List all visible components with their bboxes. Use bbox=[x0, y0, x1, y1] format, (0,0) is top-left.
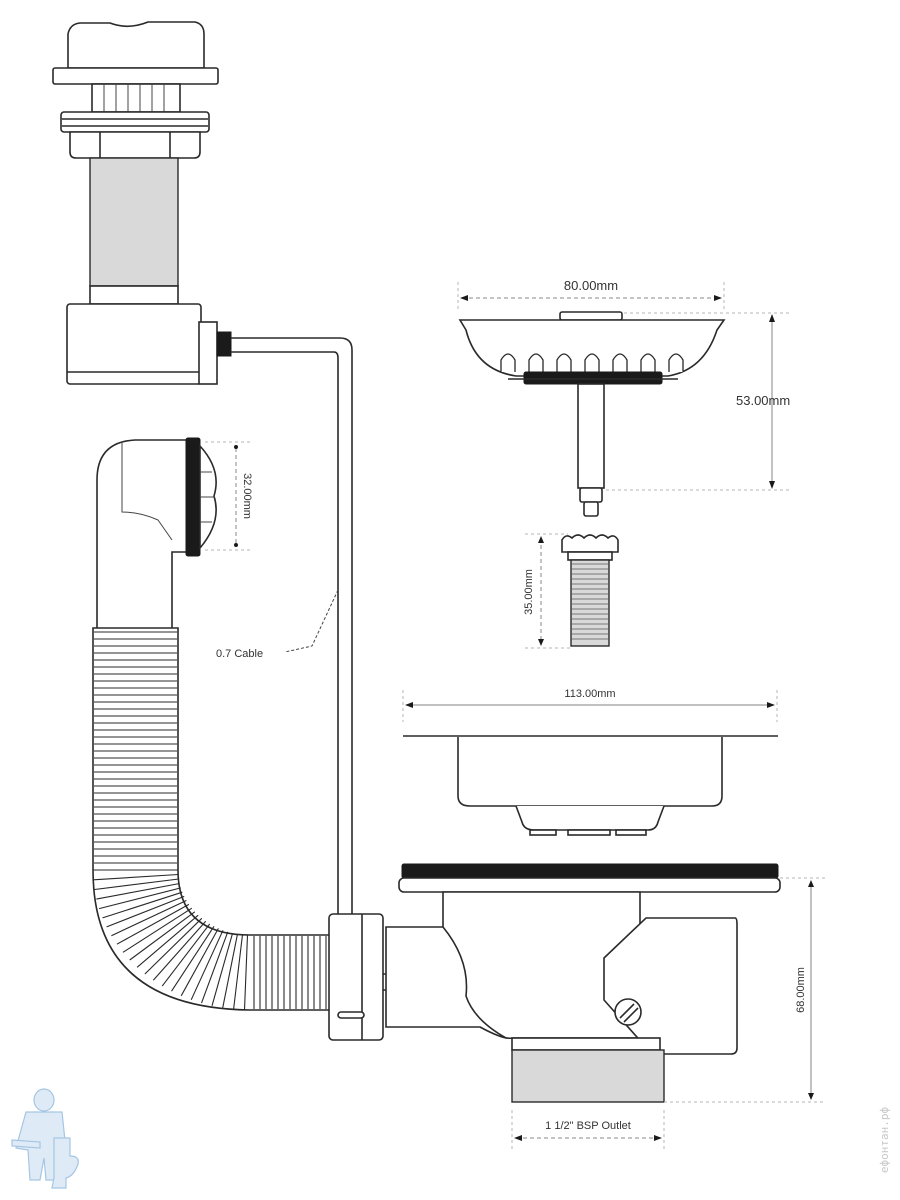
cable-housing-boss bbox=[198, 321, 218, 385]
strainer-slot bbox=[668, 353, 684, 372]
bolt-neck bbox=[567, 551, 613, 561]
strainer-slot bbox=[640, 353, 656, 372]
bolt-head bbox=[561, 534, 619, 553]
strainer-slot bbox=[584, 353, 600, 372]
hose-rib bbox=[129, 911, 196, 961]
hose-rib bbox=[222, 933, 239, 1009]
sink-flange bbox=[403, 735, 778, 836]
dimension-flange-width: 113.00mm bbox=[402, 688, 778, 722]
strainer-knob bbox=[559, 311, 623, 321]
strainer-slot bbox=[500, 353, 516, 372]
watermark-text: ефонтан.рф bbox=[878, 1107, 891, 1174]
plumber-logo bbox=[11, 1088, 79, 1189]
hose-rib bbox=[233, 934, 244, 1010]
dimension-bolt-length: 35.00mm bbox=[523, 533, 570, 649]
overflow-ring bbox=[185, 437, 201, 557]
hose-rib bbox=[190, 930, 224, 1001]
hose-rib bbox=[136, 914, 199, 968]
strainer-seal bbox=[523, 371, 663, 385]
dimension-label-strainer-height: 53.00mm bbox=[736, 393, 790, 408]
control-knob-assembly bbox=[52, 21, 232, 385]
cable-leader-line bbox=[284, 589, 339, 653]
body-flange bbox=[398, 877, 781, 893]
strainer-stem bbox=[577, 383, 605, 489]
hose-rib bbox=[93, 873, 179, 881]
hose-rib bbox=[96, 882, 180, 900]
hose-rib bbox=[116, 903, 190, 945]
flange-bowl bbox=[457, 737, 723, 807]
hose-rib bbox=[180, 928, 219, 997]
dimension-label-overflow-diameter: 32.00mm bbox=[241, 473, 253, 519]
dimension-strainer-width: 80.00mm bbox=[457, 278, 725, 312]
dimension-label-outlet: 1 1/2" BSP Outlet bbox=[545, 1120, 631, 1132]
hose-rib bbox=[200, 931, 229, 1004]
strainer-slot bbox=[528, 353, 544, 372]
cable-ferrule-top bbox=[216, 331, 232, 357]
knob-collar bbox=[91, 83, 181, 113]
knob-threaded-shank bbox=[89, 157, 179, 287]
overflow-elbow bbox=[96, 437, 217, 631]
strainer-stem-end bbox=[583, 501, 599, 517]
knob-flange bbox=[52, 67, 219, 85]
dimension-overflow-diameter: 32.00mm bbox=[205, 441, 253, 551]
flange-outlet bbox=[515, 805, 665, 831]
dimension-strainer-height: 53.00mm bbox=[606, 312, 790, 491]
hose-rib bbox=[144, 917, 203, 975]
hose-rib bbox=[161, 923, 211, 987]
dimension-label-flange-width: 113.00mm bbox=[564, 688, 615, 700]
hose-rib bbox=[171, 925, 215, 992]
hose-rib bbox=[94, 878, 179, 891]
strainer-slot bbox=[612, 353, 628, 372]
corrugated-hose bbox=[92, 627, 331, 1011]
strainer-basket bbox=[458, 311, 726, 517]
body-main bbox=[385, 891, 641, 1040]
dimension-label-bolt-length: 35.00mm bbox=[523, 569, 535, 615]
hose-rib bbox=[111, 900, 187, 937]
strainer-slots bbox=[500, 353, 684, 372]
adjust-screw bbox=[614, 998, 642, 1026]
body-seal bbox=[401, 863, 779, 879]
bolt-thread-ribs bbox=[571, 563, 609, 640]
hose-rib bbox=[122, 907, 193, 953]
strainer-bowl bbox=[458, 319, 726, 377]
knob-washer bbox=[60, 111, 210, 133]
outlet-collar bbox=[511, 1037, 661, 1051]
hose-rib bbox=[211, 932, 234, 1006]
dimension-body-height: 68.00mm bbox=[664, 877, 826, 1103]
hose-rib bbox=[152, 920, 207, 981]
elbow-body bbox=[96, 439, 189, 631]
knob-neck bbox=[89, 285, 179, 305]
body-side-port bbox=[442, 926, 507, 1039]
dimension-label-body-height: 68.00mm bbox=[795, 967, 807, 1013]
hose-connector bbox=[328, 913, 384, 1041]
hose-rib bbox=[243, 934, 249, 1010]
connecting-bolt bbox=[561, 534, 619, 647]
outlet-thread bbox=[511, 1049, 665, 1103]
hose-outline bbox=[92, 627, 331, 1011]
dimension-label-strainer-width: 80.00mm bbox=[564, 278, 618, 293]
bolt-thread bbox=[570, 559, 610, 647]
dimension-outlet: 1 1/2" BSP Outlet bbox=[511, 1110, 665, 1150]
hose-rib bbox=[106, 895, 185, 928]
hose-rib bbox=[102, 891, 183, 919]
knob-nut bbox=[69, 131, 201, 159]
hose-rib bbox=[98, 887, 181, 910]
knob-cap bbox=[67, 21, 205, 69]
cable-label: 0.7 Cable bbox=[216, 648, 263, 660]
waste-body bbox=[328, 863, 781, 1103]
strainer-stem-tip bbox=[579, 487, 603, 503]
strainer-slot bbox=[556, 353, 572, 372]
